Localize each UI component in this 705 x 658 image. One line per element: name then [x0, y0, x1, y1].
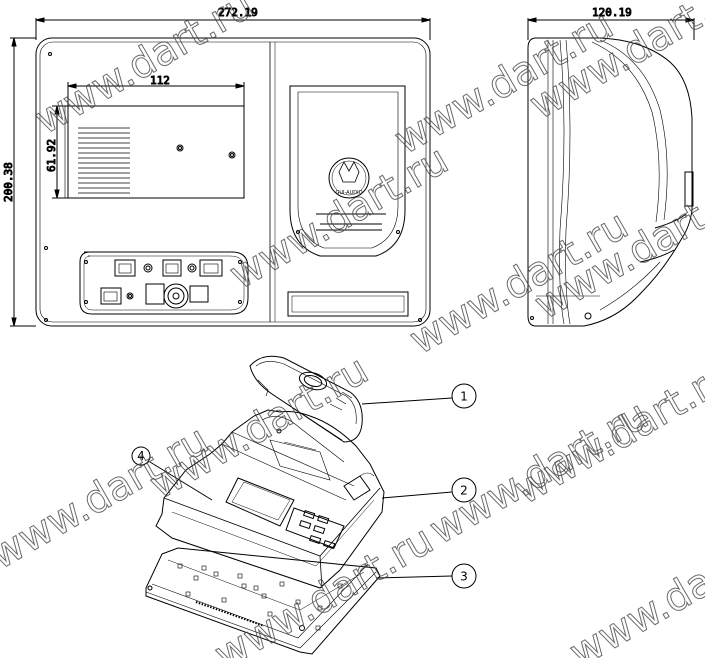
front-view: 272.19 200.38 [2, 6, 431, 327]
dim-width: 272.19 [218, 6, 258, 19]
callout-3: 3 [460, 570, 468, 584]
part-3-base [145, 547, 381, 655]
callout-4: 4 [137, 449, 145, 463]
dim-inner-width: 112 [150, 74, 170, 87]
part-2-body [155, 409, 385, 589]
watermark: www.dart.ru [27, 0, 261, 144]
callout-1: 1 [460, 390, 468, 404]
watermark: www.dart.ru [507, 352, 705, 514]
side-view: 120.19 [527, 6, 695, 327]
dim-depth: 120.19 [592, 6, 632, 19]
dim-height: 200.38 [2, 162, 15, 202]
watermark: www.dart.ru [562, 515, 705, 658]
callouts: 1 2 3 4 [131, 383, 477, 589]
part-1-handle [249, 355, 363, 443]
exploded-view: 1 2 3 4 [131, 355, 477, 655]
logo-text: GUI-AUDIO [335, 190, 362, 196]
callout-2: 2 [460, 484, 468, 498]
dim-inner-height: 61.92 [45, 139, 58, 172]
